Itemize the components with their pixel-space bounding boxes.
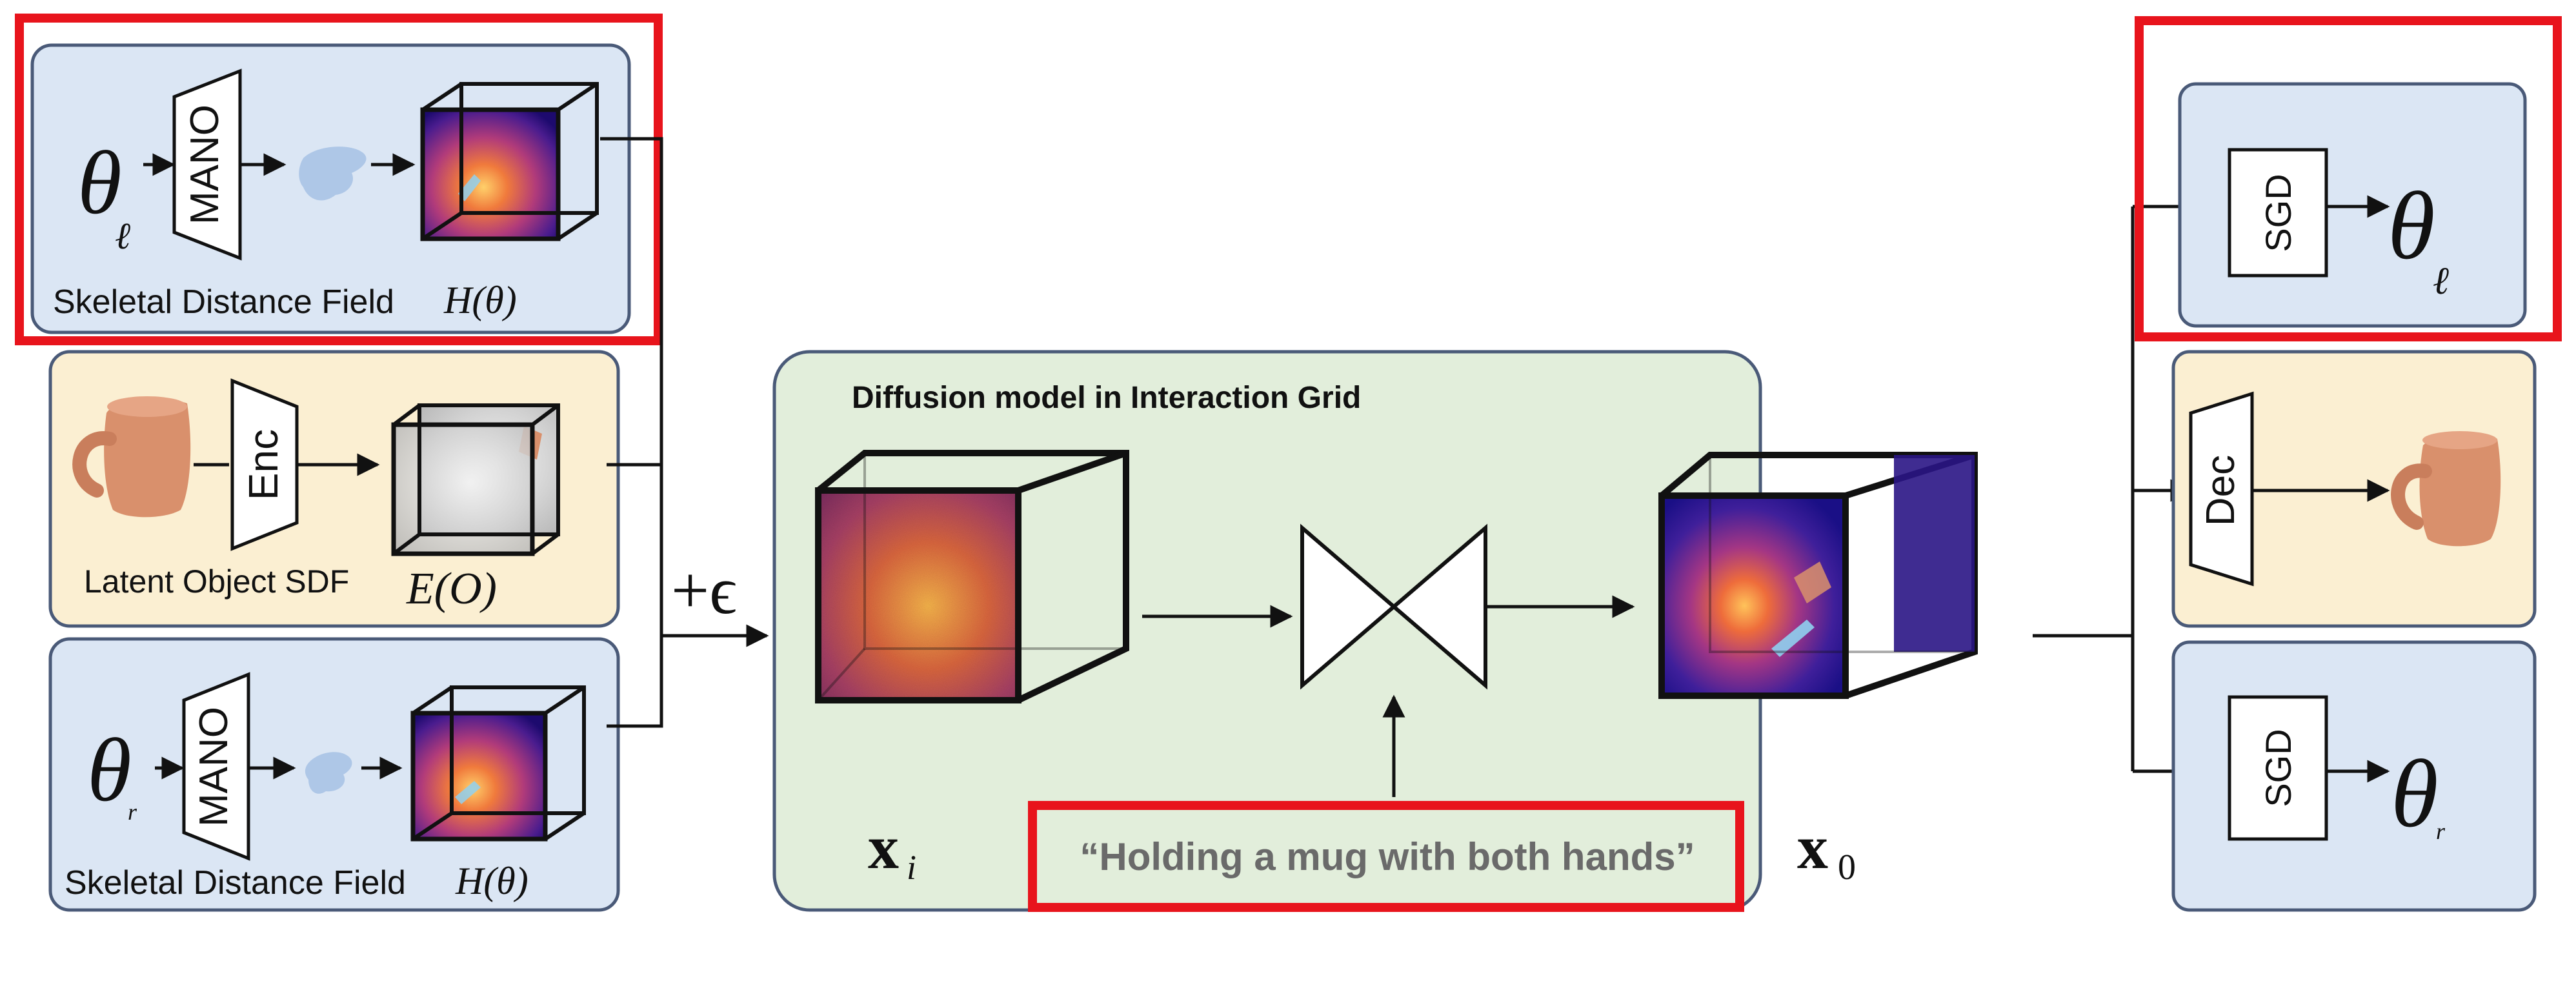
left-hand-mesh-icon bbox=[299, 147, 367, 201]
left-hand-output-panel: SGD θ ℓ bbox=[2178, 82, 2527, 328]
sgd-label-left: SGD bbox=[2258, 174, 2299, 252]
object-latent-grid-icon bbox=[391, 403, 560, 556]
object-sdf-panel: Enc Latent Object SDF E(O) bbox=[48, 350, 620, 628]
x0-subscript: 0 bbox=[1838, 847, 1856, 887]
theta-left-output: θ bbox=[2388, 172, 2435, 279]
theta-right-subscript: r bbox=[128, 799, 137, 825]
xi-label: x bbox=[868, 813, 899, 882]
noise-label: +ϵ bbox=[671, 552, 737, 628]
sgd-optimizer-right bbox=[2228, 695, 2328, 841]
enc-label: Enc bbox=[240, 429, 287, 500]
diffusion-title: Diffusion model in Interaction Grid bbox=[852, 381, 1361, 415]
text-prompt: “Holding a mug with both hands” bbox=[1080, 835, 1695, 878]
theta-left-output-subscript: ℓ bbox=[2433, 259, 2449, 302]
mug-input-icon bbox=[72, 396, 191, 518]
object-decoder bbox=[2189, 391, 2254, 587]
theta-right-symbol: θ bbox=[87, 720, 132, 820]
dec-label: Dec bbox=[2199, 455, 2243, 526]
right-hand-mesh-icon bbox=[305, 752, 352, 794]
right-hand-sdf-panel: θ r MANO Skeletal Distance Field H(θ) bbox=[48, 637, 620, 912]
left-hand-caption: Skeletal Distance Field bbox=[53, 283, 394, 321]
right-hand-distance-grid-icon bbox=[410, 685, 586, 842]
xi-subscript: i bbox=[907, 848, 916, 887]
mano-label-left: MANO bbox=[183, 105, 227, 225]
right-hand-output-panel: SGD θ r bbox=[2171, 640, 2537, 912]
object-caption: Latent Object SDF bbox=[84, 563, 349, 600]
theta-right-output: θ bbox=[2391, 740, 2439, 847]
theta-left-symbol: θ bbox=[77, 133, 122, 233]
mano-label-right: MANO bbox=[192, 707, 236, 827]
sgd-optimizer-left bbox=[2228, 148, 2328, 278]
object-encoder bbox=[230, 378, 299, 551]
highlight-left-hand-output bbox=[2135, 16, 2562, 341]
object-output-panel: Dec bbox=[2171, 350, 2537, 628]
highlight-left-hand-panel bbox=[15, 14, 663, 345]
sgd-label-right: SGD bbox=[2258, 729, 2299, 807]
mano-encoder-right bbox=[182, 672, 250, 861]
noisy-grid-xi bbox=[815, 450, 1129, 703]
clean-grid-x0 bbox=[1658, 452, 1978, 699]
left-hand-sdf-panel: θ ℓ MANO Skeletal Distance Field H(θ) bbox=[30, 43, 631, 334]
highlight-text-prompt bbox=[1028, 801, 1744, 912]
right-hand-caption: Skeletal Distance Field bbox=[65, 864, 406, 902]
left-hand-distance-grid-icon bbox=[420, 82, 599, 241]
object-caption-math: E(O) bbox=[406, 564, 497, 614]
right-hand-caption-math: H(θ) bbox=[455, 860, 528, 902]
theta-right-output-subscript: r bbox=[2436, 818, 2446, 844]
mug-output-icon bbox=[2391, 431, 2501, 547]
diffusion-panel: Diffusion model in Interaction Grid x i bbox=[772, 350, 1978, 912]
input-connectors bbox=[600, 137, 769, 728]
mano-encoder-left bbox=[172, 68, 242, 261]
x0-label: x bbox=[1797, 813, 1828, 882]
left-hand-caption-math: H(θ) bbox=[443, 279, 517, 321]
theta-left-subscript: ℓ bbox=[115, 215, 130, 257]
